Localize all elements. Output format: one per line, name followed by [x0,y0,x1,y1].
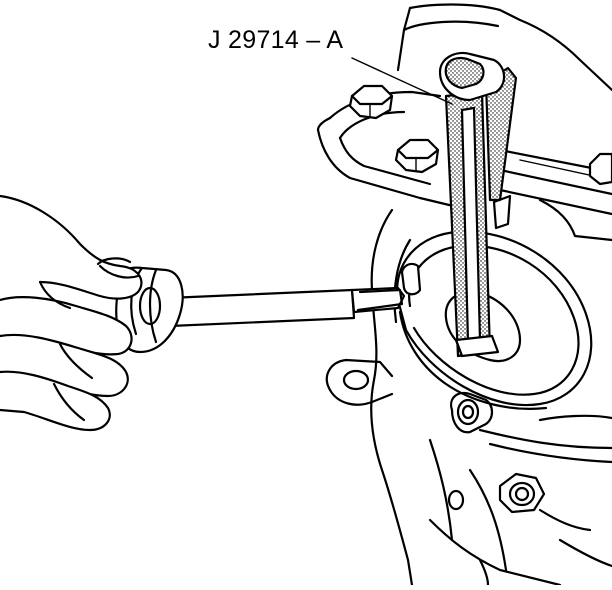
oil-seal [396,230,593,410]
drain-bolt [498,472,592,532]
bolt-head-icon [394,138,440,174]
tool-callout-label: J 29714 – A [208,26,344,54]
seal-installer-tool [438,51,518,358]
fill-plug [450,391,494,434]
screwdriver [115,266,406,354]
callout-leader-line [351,57,453,105]
bolt-head-icon [348,84,394,120]
bolt-head-icon [588,152,612,186]
hand [0,194,143,432]
bolt-heads [348,84,612,186]
transmission-housing [316,3,612,587]
